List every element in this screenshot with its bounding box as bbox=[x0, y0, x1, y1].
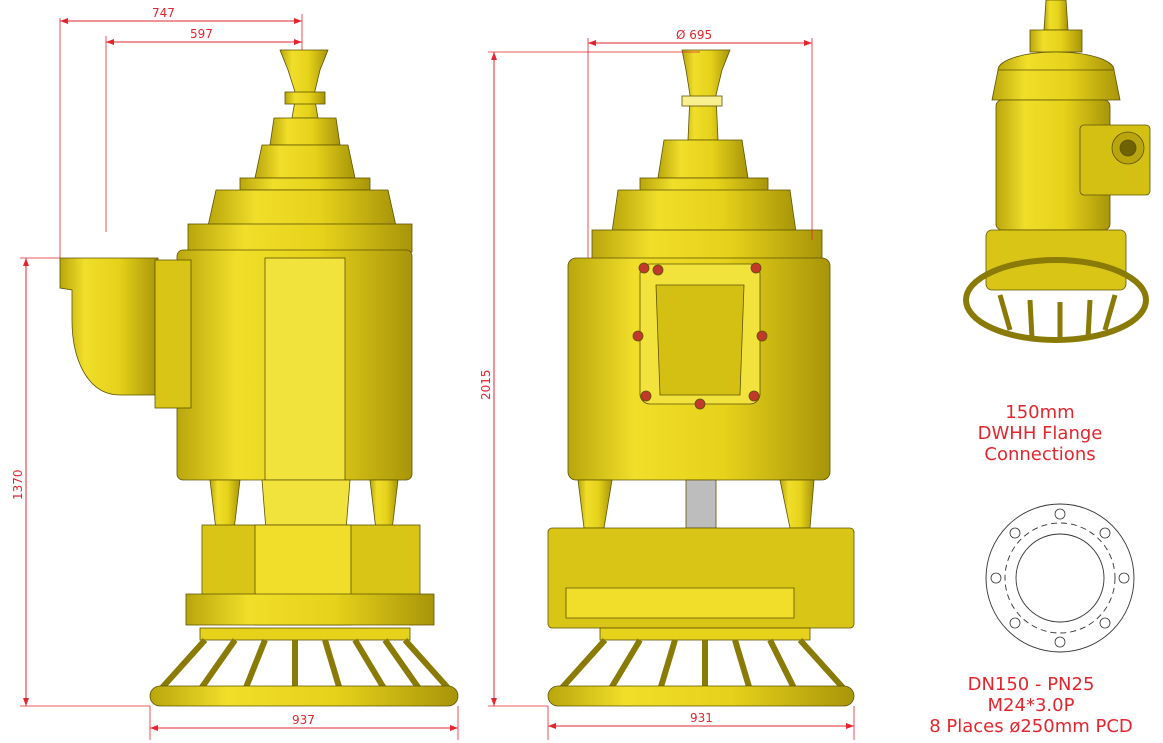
dim-2015-label: 2015 bbox=[479, 369, 493, 400]
dim-695-label: Ø 695 bbox=[676, 28, 712, 42]
flange-drawing bbox=[985, 503, 1135, 653]
dim-931-label: 931 bbox=[690, 711, 713, 725]
pump-iso-view bbox=[963, 0, 1151, 343]
flange-note-line3: Connections bbox=[984, 444, 1096, 465]
dim-747-label: 747 bbox=[152, 6, 175, 20]
flange-spec-line3: 8 Places ø250mm PCD bbox=[929, 716, 1133, 737]
flange-note: 150mm DWHH Flange Connections bbox=[930, 402, 1150, 465]
dim-597-label: 597 bbox=[190, 27, 213, 41]
flange-spec-line2: M24*3.0P bbox=[987, 695, 1075, 716]
dim-1370-label: 1370 bbox=[11, 469, 25, 500]
flange-note-line2: DWHH Flange bbox=[977, 423, 1103, 444]
flange-note-line1: 150mm bbox=[1005, 402, 1075, 423]
flange-spec: DN150 - PN25 M24*3.0P 8 Places ø250mm PC… bbox=[900, 674, 1162, 737]
pump-front-view bbox=[547, 49, 855, 707]
pump-side-view bbox=[59, 49, 459, 707]
dim-937-label: 937 bbox=[292, 713, 315, 727]
dimension-lines bbox=[20, 14, 855, 740]
flange-spec-line1: DN150 - PN25 bbox=[967, 674, 1095, 695]
